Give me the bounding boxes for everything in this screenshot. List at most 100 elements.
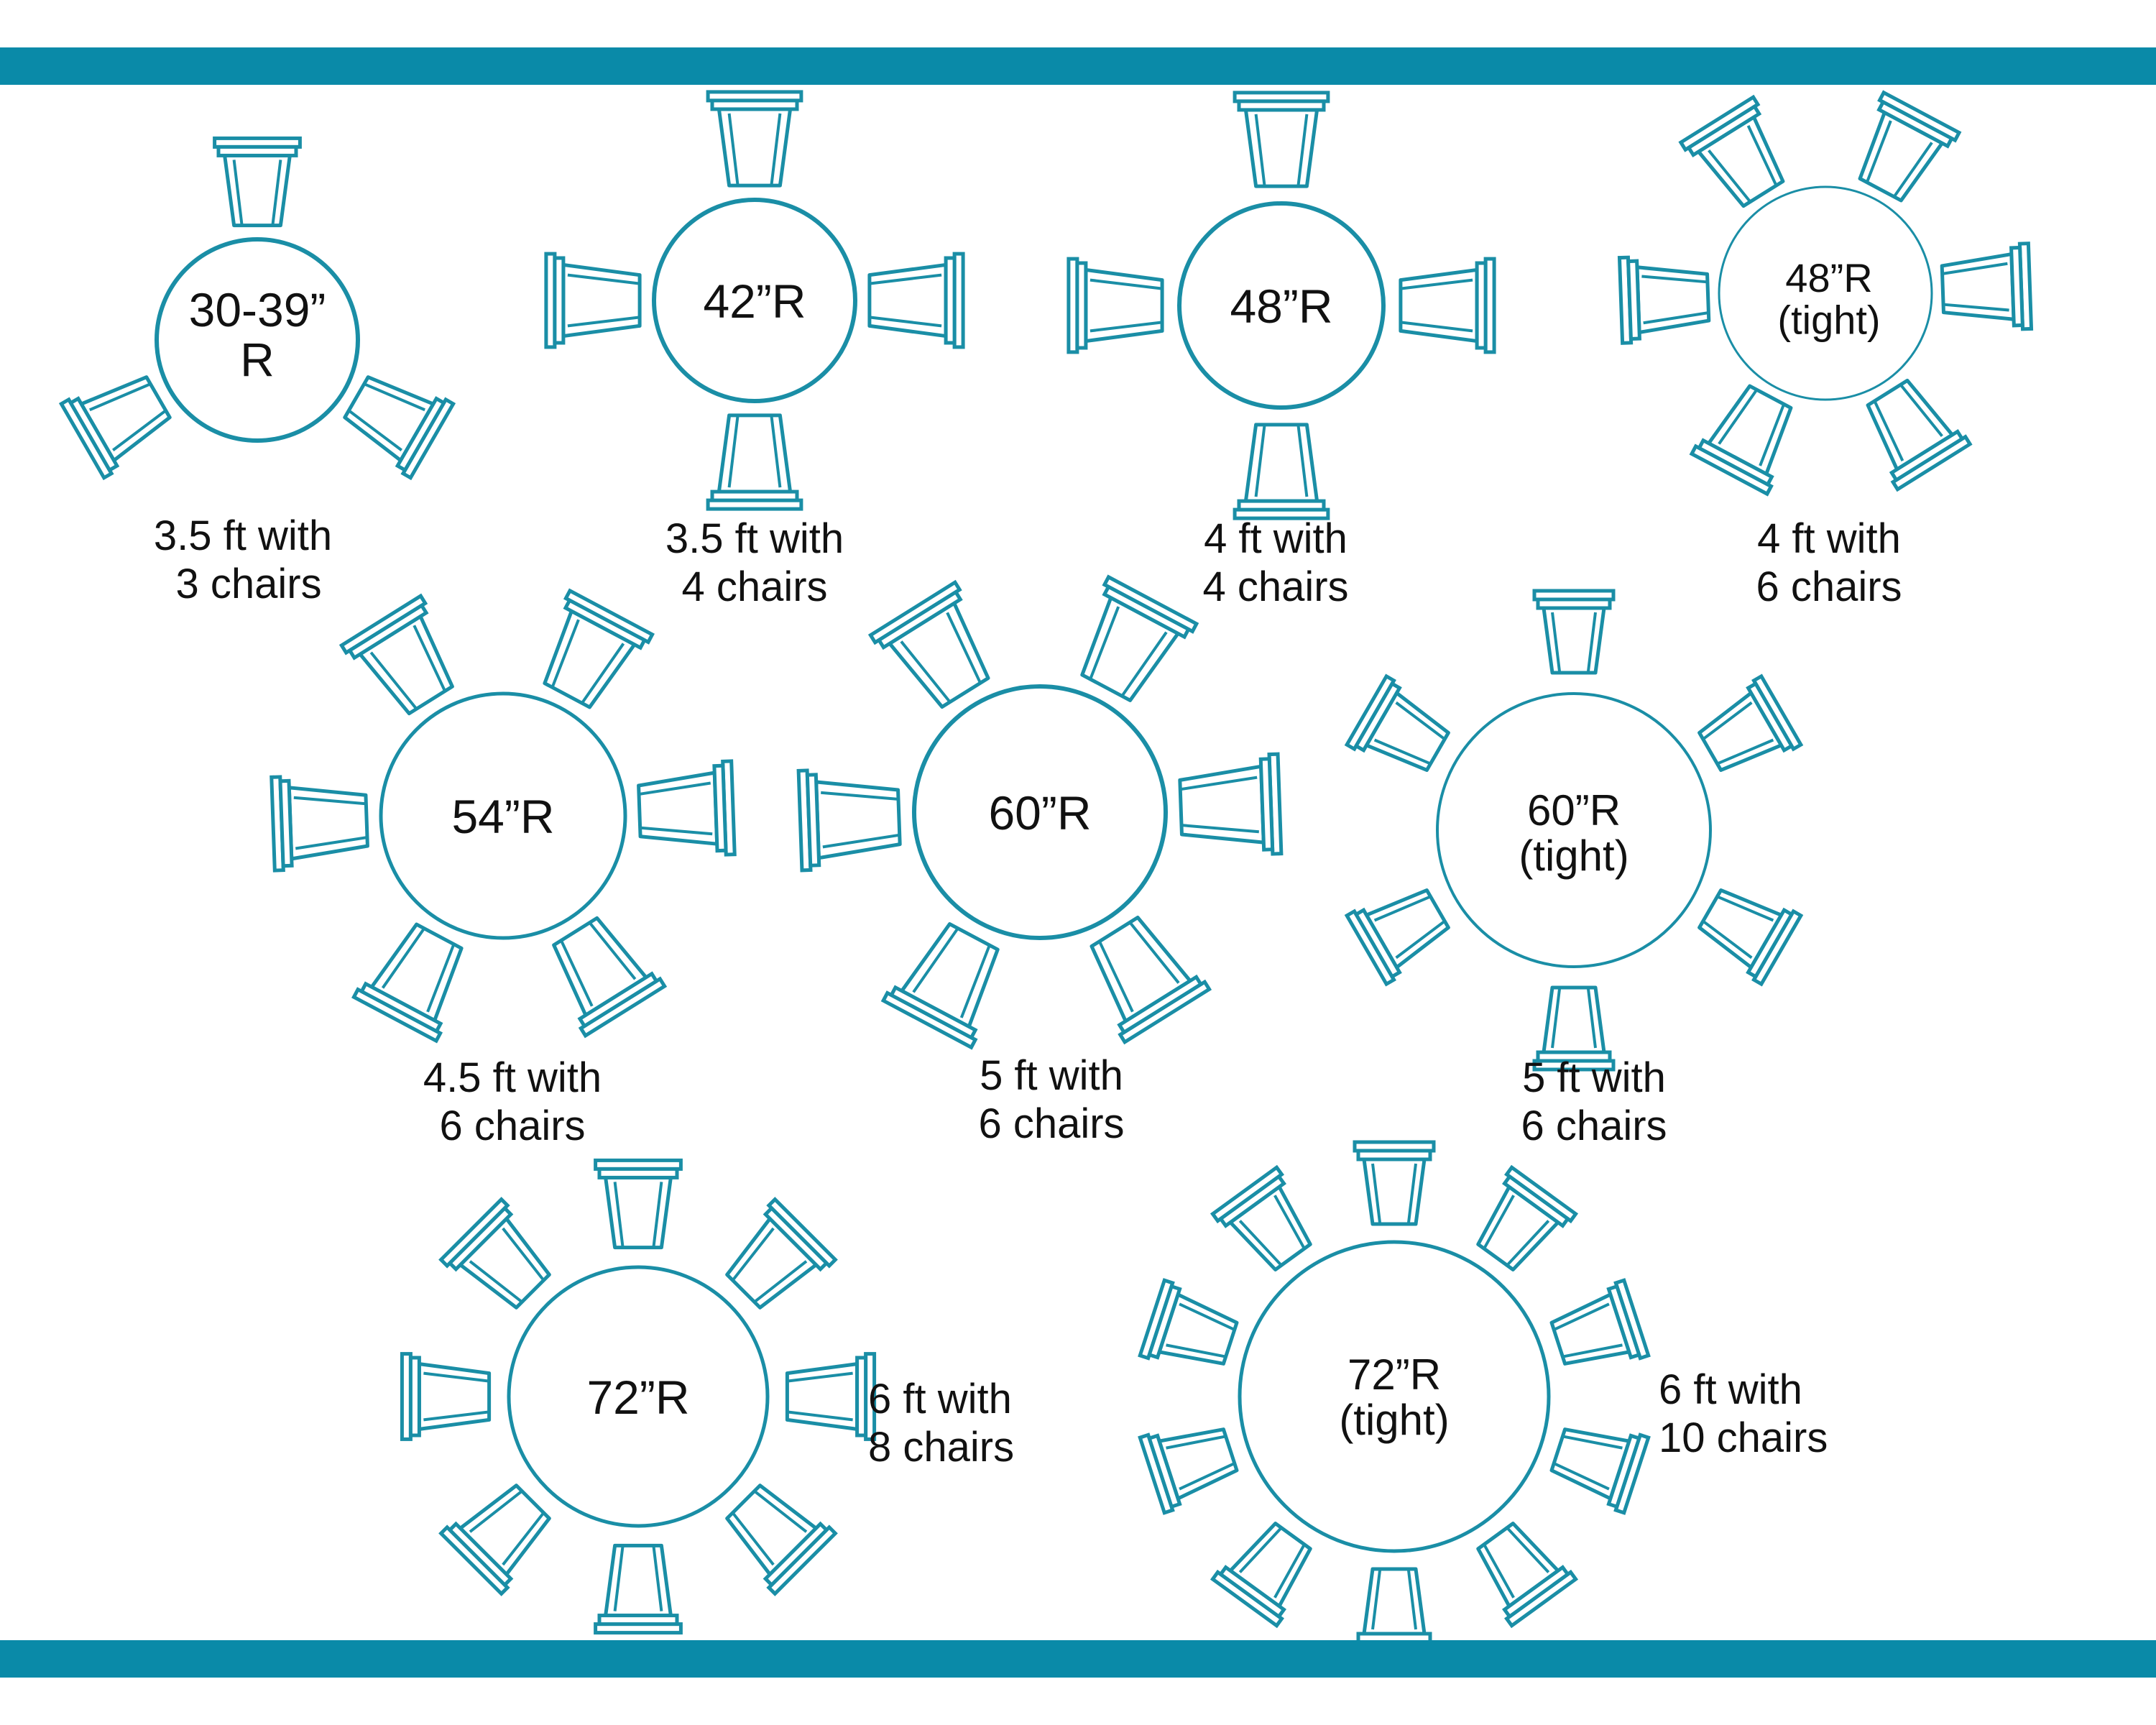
- chair-icon: [1344, 888, 1450, 987]
- chair-icon: [725, 1484, 838, 1596]
- table-group-7: 60”R(tight): [1344, 589, 1804, 1072]
- chair-icon: [1476, 1522, 1579, 1629]
- table-group-6: 60”R: [796, 574, 1284, 1050]
- chair-icon: [1697, 888, 1804, 987]
- chair-icon: [785, 1352, 877, 1441]
- caption-line: 5 ft with: [980, 1052, 1123, 1099]
- round-table: [1238, 1240, 1551, 1553]
- chair-icon: [338, 593, 454, 716]
- caption-line: 4 ft with: [1757, 515, 1901, 562]
- top-band: [0, 47, 2156, 85]
- chair-icon: [1178, 752, 1284, 856]
- caption-line: 4 chairs: [681, 564, 828, 610]
- round-table: [1177, 201, 1386, 410]
- chair-icon: [867, 252, 965, 349]
- table-size-label: 30-39”: [189, 283, 326, 336]
- chair-icon: [1233, 91, 1330, 188]
- round-table: [1436, 692, 1712, 968]
- table-group-5: 54”R: [270, 588, 737, 1044]
- chair-icon: [1080, 574, 1199, 702]
- chair-icon: [1476, 1164, 1579, 1271]
- table-group-3: 48”R: [1067, 91, 1496, 520]
- table-size-label: 48”R: [1230, 280, 1332, 333]
- round-table: [507, 1265, 770, 1528]
- chair-icon: [1532, 589, 1616, 675]
- chair-icon: [1940, 242, 2034, 331]
- chair-icon: [796, 768, 902, 873]
- table-caption-1: 3.5 ft with 3 chairs: [85, 512, 401, 608]
- caption-line: 8 chairs: [868, 1424, 1015, 1471]
- table-size-label: 42”R: [703, 275, 806, 328]
- chair-icon: [1138, 1427, 1239, 1515]
- caption-line: 10 chairs: [1659, 1414, 1828, 1461]
- caption-line: 3 chairs: [164, 561, 322, 607]
- chair-icon: [706, 413, 803, 511]
- table-size-label: (tight): [1519, 832, 1628, 880]
- chair-icon: [1138, 1278, 1239, 1366]
- table-group-9: 72”R(tight): [1138, 1140, 1651, 1653]
- chair-icon: [1617, 255, 1711, 345]
- round-table: [379, 691, 627, 940]
- caption-line: 6 ft with: [868, 1376, 1012, 1422]
- table-size-label: 48”R: [1785, 255, 1872, 300]
- caption-line: 5 ft with: [1522, 1054, 1666, 1101]
- caption-line: 6 chairs: [439, 1103, 586, 1149]
- chair-icon: [1089, 915, 1212, 1045]
- chair-icon: [213, 136, 302, 228]
- table-group-8: 72”R: [400, 1158, 877, 1635]
- chair-icon: [1866, 378, 1973, 492]
- caption-line: 6 chairs: [1756, 564, 1902, 610]
- chair-icon: [544, 252, 642, 349]
- caption-line: 3.5 ft with: [665, 515, 844, 562]
- chair-icon: [637, 759, 737, 857]
- round-table: [1718, 185, 1933, 401]
- chair-icon: [1353, 1567, 1436, 1653]
- chair-icon: [725, 1197, 838, 1310]
- chair-icon: [594, 1543, 683, 1635]
- chair-icon: [58, 375, 172, 481]
- caption-line: 4 ft with: [1204, 515, 1348, 562]
- chair-icon: [552, 916, 668, 1039]
- round-table: [652, 198, 857, 403]
- chair-icon: [438, 1197, 551, 1310]
- chair-icon: [1549, 1427, 1651, 1515]
- table-size-label: 60”R: [988, 786, 1091, 840]
- table-group-2: 42”R: [544, 90, 965, 511]
- table-size-label: R: [240, 333, 275, 386]
- chair-icon: [1689, 384, 1793, 497]
- chair-icon: [880, 922, 1000, 1050]
- table-group-4: 48”R(tight): [1617, 90, 2034, 497]
- chair-icon: [1210, 1522, 1312, 1629]
- caption-line: 4.5 ft with: [423, 1054, 602, 1101]
- round-table: [912, 684, 1168, 940]
- chair-icon: [867, 579, 990, 709]
- chair-icon: [1858, 90, 1962, 203]
- chair-icon: [1067, 257, 1164, 354]
- chair-icon: [706, 90, 803, 188]
- caption-line: 6 chairs: [978, 1100, 1125, 1147]
- chair-icon: [1233, 423, 1330, 520]
- chair-icon: [1399, 257, 1496, 354]
- caption-line: 6 ft with: [1659, 1366, 1802, 1413]
- caption-line: 6 chairs: [1521, 1103, 1667, 1149]
- table-size-label: 54”R: [451, 790, 554, 843]
- chair-icon: [1210, 1164, 1312, 1271]
- chair-icon: [343, 375, 456, 481]
- chair-icon: [438, 1484, 551, 1596]
- chair-icon: [1549, 1278, 1651, 1366]
- chair-icon: [270, 775, 369, 873]
- bottom-band: [0, 1640, 2156, 1678]
- chair-icon: [351, 922, 464, 1044]
- caption-line: 4 chairs: [1202, 564, 1349, 610]
- chair-icon: [1697, 673, 1804, 772]
- table-size-label: 72”R: [1348, 1351, 1441, 1399]
- chair-icon: [1532, 985, 1616, 1072]
- table-size-label: 60”R: [1527, 786, 1621, 834]
